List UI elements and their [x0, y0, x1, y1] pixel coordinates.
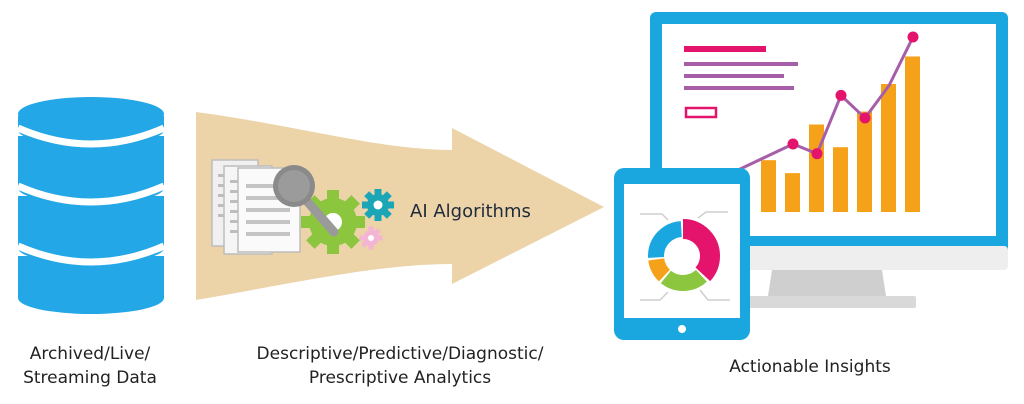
screen-text-line [684, 62, 798, 66]
database-separator [16, 182, 166, 206]
donut-segment [648, 221, 718, 291]
donut-callout-lines [640, 211, 730, 301]
chart-bar [881, 84, 896, 212]
insights-caption: Actionable Insights [729, 357, 891, 377]
chart-marker [811, 148, 823, 160]
chart-marker [907, 31, 919, 43]
screen-text-line [684, 86, 794, 90]
chart-bar [809, 124, 824, 212]
database-icon [16, 97, 166, 314]
database-separator [16, 242, 166, 266]
database-separator [16, 124, 166, 148]
arrow-icon [196, 112, 604, 300]
monitor-stand [738, 296, 916, 308]
donut-segment [646, 219, 720, 293]
data-source-caption: Archived/Live/ Streaming Data [23, 344, 157, 388]
tablet-icon [614, 168, 750, 340]
chart-bar [785, 173, 800, 212]
chart-marker [787, 138, 799, 150]
magnifier-icon [273, 165, 339, 237]
analytics-caption: Descriptive/Predictive/Diagnostic/ Presc… [256, 344, 544, 388]
screen-heading-line [684, 46, 766, 52]
monitor-neck [768, 270, 886, 296]
tablet-screen [624, 184, 740, 318]
database-lid [18, 97, 164, 131]
chart-bar [857, 111, 872, 212]
line-chart-markers [787, 31, 919, 160]
documents-icon [211, 159, 301, 255]
tablet-home-button [678, 325, 686, 333]
chart-bar [905, 56, 920, 213]
donut-segment [648, 221, 718, 291]
donut-chart-icon [646, 219, 720, 293]
ai-algorithms-label: AI Algorithms [410, 201, 531, 222]
chart-marker [859, 112, 871, 124]
database-bottom-cap [18, 282, 164, 314]
gear-icon [301, 189, 394, 254]
screen-text-line [684, 74, 784, 78]
screen-button-outline [684, 106, 718, 119]
chart-bar [761, 160, 776, 212]
chart-bar [833, 147, 848, 212]
chart-marker [835, 89, 847, 101]
